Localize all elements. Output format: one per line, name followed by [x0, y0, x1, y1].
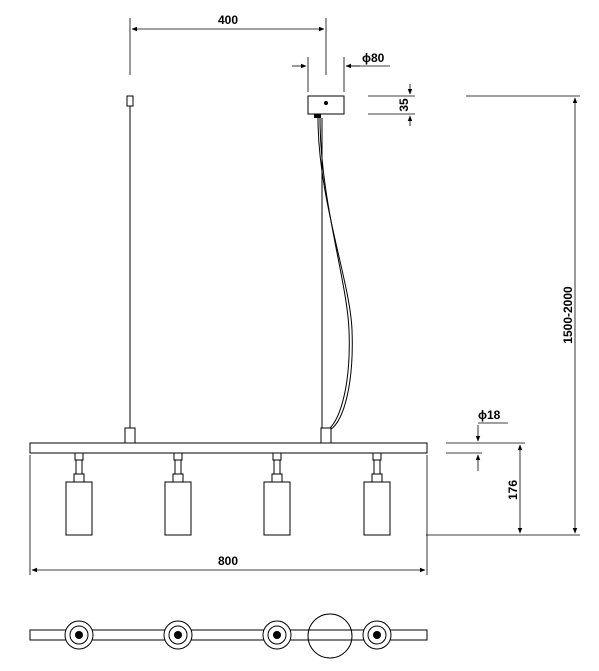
label-lamp-drop: 176 [506, 480, 520, 500]
spot-lamp-2 [164, 452, 192, 536]
spot-lamp-4 [363, 452, 391, 536]
top-view [29, 613, 428, 659]
dimension-suspension-spacing: 400 [129, 13, 327, 75]
label-bar-diameter: ϕ18 [478, 408, 501, 422]
dimension-canopy-diameter: ϕ80 [292, 51, 390, 92]
dimension-overall-length: 800 [29, 455, 428, 575]
label-overall-height: 1500-2000 [561, 286, 575, 344]
top-view-spot-2 [163, 620, 193, 650]
dimension-overall-height: 1500-2000 [426, 95, 580, 536]
main-bar [29, 427, 428, 454]
label-canopy-height: 35 [397, 98, 411, 112]
spot-lamp-3 [263, 452, 291, 536]
label-overall-length: 800 [218, 554, 238, 568]
label-suspension-spacing: 400 [218, 13, 238, 27]
suspension-wires [126, 95, 353, 431]
top-view-spot-4 [362, 620, 392, 650]
dimension-canopy-height: 35 [368, 84, 415, 126]
spot-lamp-1 [65, 452, 93, 536]
dimension-lamp-drop: 176 [506, 444, 523, 534]
ceiling-canopy [307, 95, 345, 118]
top-view-spot-3 [262, 620, 292, 650]
top-view-spot-1 [64, 620, 94, 650]
dimension-bar-diameter: ϕ18 [446, 408, 525, 471]
label-canopy-diameter: ϕ80 [362, 51, 385, 65]
